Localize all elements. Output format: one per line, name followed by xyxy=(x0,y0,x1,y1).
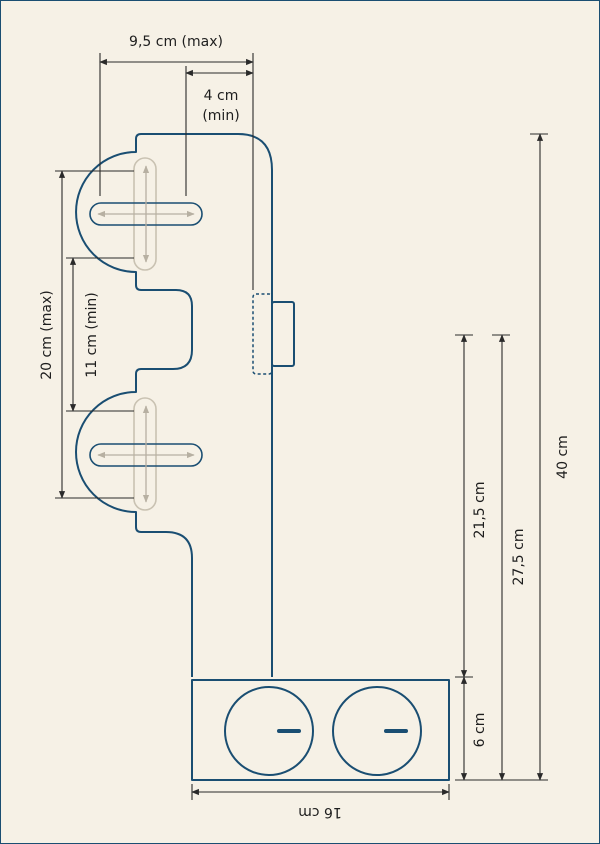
right-dimensions: 40 cm 27,5 cm 21,5 cm 6 cm xyxy=(455,133,571,781)
dim-top-max: 9,5 cm (max) xyxy=(129,34,223,50)
base-box xyxy=(191,679,450,781)
dim-base-width: 16 cm xyxy=(298,804,342,820)
dial-knob-icon xyxy=(224,686,314,776)
dim-top-min-value: 4 cm xyxy=(204,88,239,104)
dim-mid-height: 21,5 cm xyxy=(472,482,488,539)
left-dimensions: 20 cm (max) 11 cm (min) xyxy=(39,170,134,499)
dial-knob-icon xyxy=(332,686,422,776)
top-dimensions: 9,5 cm (max) 4 cm (min) xyxy=(99,34,254,290)
bottom-dimension: 16 cm xyxy=(191,784,450,820)
dim-vertical-max: 20 cm (max) xyxy=(39,290,55,379)
side-clamp xyxy=(271,301,295,367)
dim-vertical-min: 11 cm (min) xyxy=(84,292,100,377)
dim-total-height: 40 cm xyxy=(555,435,571,479)
lower-head xyxy=(89,397,203,511)
dial-right xyxy=(332,686,422,776)
dim-top-min-note: (min) xyxy=(202,108,239,124)
bracket-outline xyxy=(75,133,273,677)
dim-upper-height: 27,5 cm xyxy=(511,529,527,586)
dim-base-height: 6 cm xyxy=(472,713,488,748)
dial-left xyxy=(224,686,314,776)
upper-head xyxy=(89,157,203,271)
clamp-hidden-outline xyxy=(252,293,273,375)
